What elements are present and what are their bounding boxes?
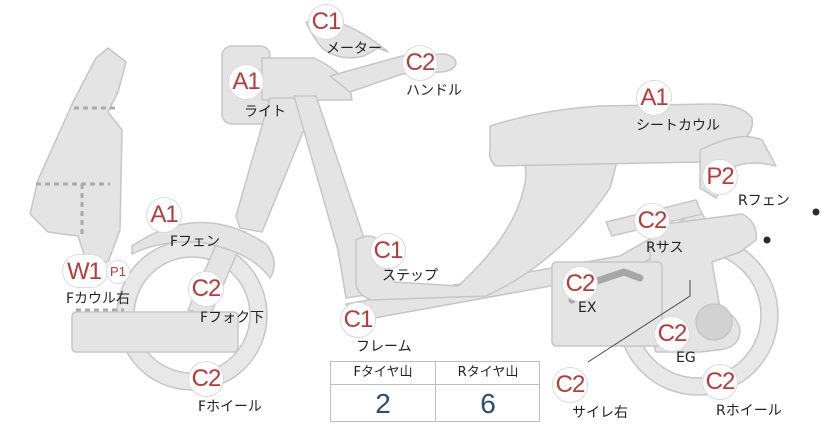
rear-tread-value: 6 [480, 388, 496, 419]
f-cowl-right-label: Fカウル右 [66, 291, 131, 307]
engine-hub [695, 303, 733, 341]
r-wheel-grade-badge: C2 [702, 364, 738, 400]
seat-cowl-grade-badge: A1 [636, 80, 672, 116]
f-cowl-right-grade-badge: W1 [62, 254, 108, 288]
r-wheel-label: Rホイール [716, 403, 782, 419]
light-label: ライト [244, 104, 286, 120]
meter-grade-badge: C1 [308, 4, 344, 40]
muffler-right-label: サイレ右 [572, 405, 628, 421]
front-tread-value: 2 [375, 388, 391, 419]
front-fender-shape [131, 221, 275, 279]
seat-cowl-label: シートカウル [636, 118, 720, 134]
handle-label: ハンドル [406, 83, 462, 99]
front-tread-header: Fタイヤ山 [331, 362, 435, 385]
engine-label: EG [676, 350, 696, 366]
f-fork-lower-grade-badge: C2 [188, 271, 224, 307]
r-fender-label: Rフェン [738, 193, 790, 209]
r-fender-grade-badge: P2 [702, 159, 738, 195]
front-cowl-shape [29, 47, 127, 263]
engine-grade-badge: C2 [654, 316, 690, 352]
handle-grade-badge: C2 [402, 45, 438, 81]
step-grade-badge: C1 [370, 233, 406, 269]
f-fork-lower-label: Fフォク下 [200, 310, 265, 326]
frame-label: フレーム [356, 339, 412, 355]
exhaust-label: EX [578, 300, 597, 316]
seat-cowl-shape [488, 103, 754, 167]
light-grade-badge: A1 [228, 64, 264, 100]
step-label: ステップ [382, 268, 438, 284]
f-fender-grade-badge: A1 [146, 197, 182, 233]
f-wheel-grade-badge: C2 [188, 361, 224, 397]
muffler-right-grade-badge: C2 [552, 367, 588, 403]
frame-grade-badge: C1 [340, 302, 376, 338]
r-suspension-grade-badge: C2 [634, 203, 670, 239]
tire-tread-table: Fタイヤ山 Rタイヤ山 2 6 [330, 361, 540, 422]
exhaust-grade-badge: C2 [562, 266, 598, 302]
r-suspension-label: Rサス [646, 240, 684, 256]
rear-tread-header: Rタイヤ山 [436, 362, 540, 385]
f-cowl-right-sub-badge: P1 [106, 260, 130, 284]
f-wheel-label: Fホイール [198, 399, 263, 415]
meter-label: メーター [326, 41, 382, 57]
f-fender-label: Fフェン [170, 234, 221, 250]
